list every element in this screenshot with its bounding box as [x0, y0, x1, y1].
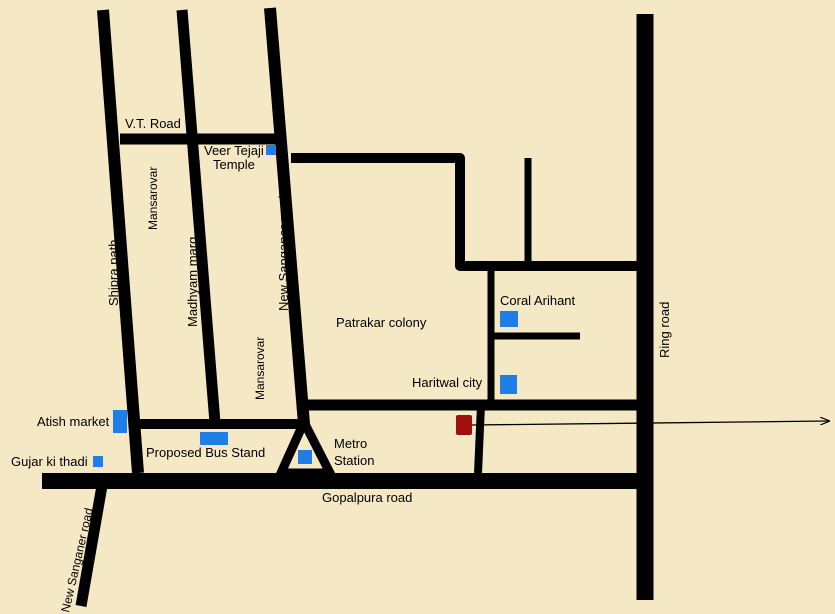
madhyam-marg-road — [176, 9, 221, 424]
proposed-bus-stand-label: Proposed Bus Stand — [146, 445, 265, 460]
madhyam-marg-label: Madhyam marg — [185, 237, 200, 327]
metro-label-line1: Metro — [334, 436, 367, 451]
metro-label-line2: Station — [334, 453, 374, 468]
haritwal-city-label: Haritwal city — [412, 375, 483, 390]
shipra-path-label: Shipra path — [106, 240, 121, 307]
new-sanganer-road-north — [264, 7, 310, 425]
atish-market-label: Atish market — [37, 414, 110, 429]
mansarovar-label-2: Mansarovar — [253, 337, 267, 400]
coral-arihant-label: Coral Arihant — [500, 293, 576, 308]
metro-station-marker — [298, 450, 312, 464]
landmarks — [93, 145, 829, 467]
patrakar-colony-label: Patrakar colony — [336, 315, 427, 330]
vt-road-label: V.T. Road — [125, 116, 181, 131]
ring-road-label: Ring road — [657, 302, 672, 358]
haritwal-city-marker — [500, 375, 517, 394]
veer-tejaji-temple-marker — [266, 145, 276, 155]
haritwal-link-road — [474, 404, 485, 474]
new-sanganer-road-south — [75, 479, 109, 607]
gujar-ki-thadi-marker — [93, 456, 103, 467]
mansarovar-label-1: Mansarovar — [146, 167, 160, 230]
patrakar-colony-road-north — [291, 153, 640, 271]
atish-market-marker — [113, 410, 127, 433]
site-location-marker — [456, 415, 472, 435]
gujar-ki-thadi-label: Gujar ki thadi — [11, 454, 88, 469]
new-sanganer-road-label-1: New Sanganer road — [276, 195, 291, 311]
direction-arrow — [471, 421, 829, 426]
road-labels: V.T. Road Mansarovar Madhyam marg Shipra… — [58, 116, 672, 614]
metro-junction-triangle — [274, 419, 338, 478]
proposed-bus-stand-marker — [200, 432, 228, 445]
shipra-path-road — [97, 9, 144, 474]
gopalpura-road-label: Gopalpura road — [322, 490, 412, 505]
coral-arihant-marker — [500, 311, 518, 327]
place-labels: Veer Tejaji Temple Patrakar colony Coral… — [11, 143, 576, 469]
veer-tejaji-label-line2: Temple — [213, 157, 255, 172]
road-network — [42, 7, 654, 607]
veer-tejaji-label-line1: Veer Tejaji — [204, 143, 264, 158]
